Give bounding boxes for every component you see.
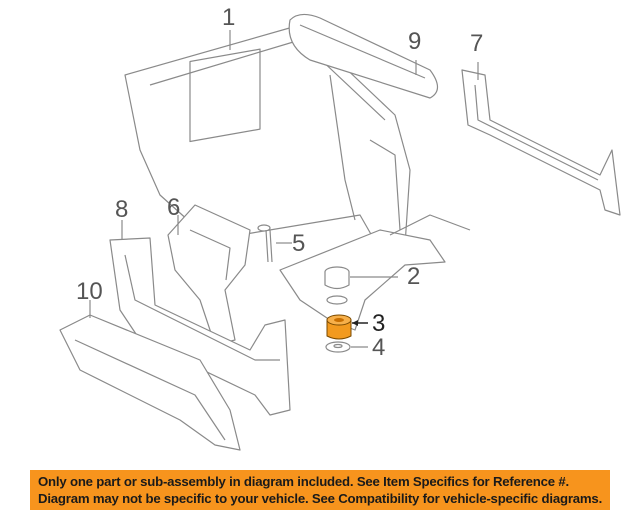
part-2-frame	[279, 214, 471, 331]
callout-6: 6	[167, 194, 181, 221]
part-9	[288, 13, 439, 99]
part-7	[461, 62, 621, 216]
part-6-bracket	[167, 204, 251, 346]
part-4-washer	[325, 341, 368, 353]
callout-9: 9	[408, 28, 422, 55]
callout-7: 7	[470, 30, 484, 57]
callout-4: 4	[372, 334, 386, 361]
callout-2: 2	[407, 263, 421, 290]
callout-5: 5	[292, 230, 306, 257]
callout-10: 10	[76, 278, 103, 305]
part-3-highlighted	[326, 314, 368, 340]
part-5-bolt	[257, 224, 292, 263]
callout-8: 8	[115, 196, 129, 223]
callout-1: 1	[222, 4, 236, 31]
disclaimer-banner: Only one part or sub-assembly in diagram…	[30, 470, 610, 510]
callout-3: 3	[372, 310, 386, 337]
part-10-deflector	[59, 300, 241, 451]
disclaimer-line-2: Diagram may not be specific to your vehi…	[38, 491, 603, 506]
disclaimer-line-1: Only one part or sub-assembly in diagram…	[38, 474, 569, 489]
parts-diagram	[59, 13, 621, 451]
